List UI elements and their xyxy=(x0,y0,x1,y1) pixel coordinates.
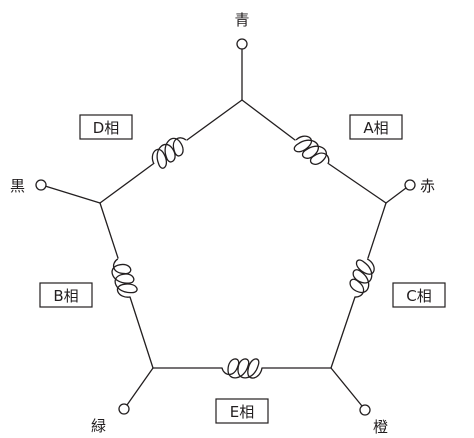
winding-label-b: B相 xyxy=(39,282,93,308)
winding-label-a: A相 xyxy=(349,114,403,140)
winding-label-e: E相 xyxy=(215,398,269,424)
label-top-terminal: 青 xyxy=(234,11,249,29)
winding-e xyxy=(152,358,332,379)
winding-label-d-text: D相 xyxy=(93,119,120,137)
label-right-terminal: 赤 xyxy=(420,177,435,195)
label-bottom-right-terminal: 橙 xyxy=(373,418,388,436)
winding-label-c: C相 xyxy=(392,282,446,308)
winding-label-c-text: C相 xyxy=(406,287,431,305)
top-terminal xyxy=(236,38,248,101)
winding-label-e-text: E相 xyxy=(230,403,254,421)
winding-label-d: D相 xyxy=(79,114,133,140)
label-left-terminal: 黒 xyxy=(10,177,25,195)
bottom-left-terminal xyxy=(118,367,154,415)
winding-a xyxy=(241,99,387,204)
bottom-right-terminal xyxy=(330,367,371,416)
left-terminal xyxy=(35,179,101,204)
winding-b xyxy=(99,202,154,369)
winding-label-b-text: B相 xyxy=(53,287,78,305)
label-bottom-left-terminal: 緑 xyxy=(91,417,106,435)
winding-d xyxy=(99,99,243,204)
winding-c xyxy=(330,202,387,369)
right-terminal xyxy=(385,179,416,204)
winding-label-a-text: A相 xyxy=(363,119,388,137)
